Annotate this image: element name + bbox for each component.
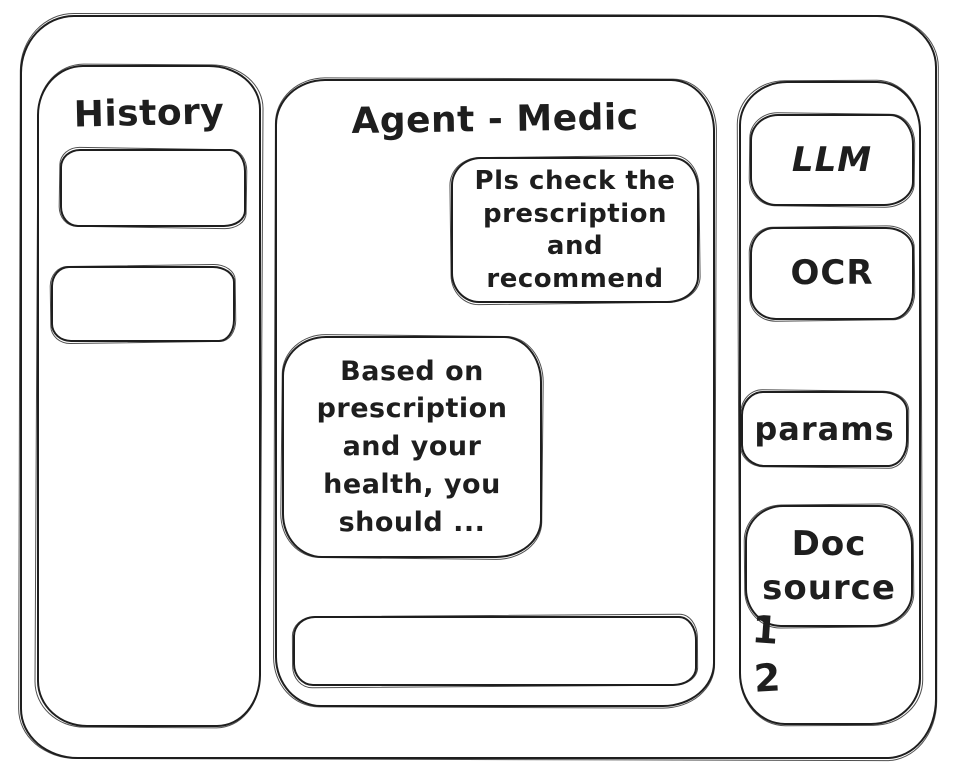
- assistant-message-bubble: Based on prescription and your health, y…: [282, 336, 542, 558]
- doc-source-button[interactable]: Doc source: [745, 505, 913, 627]
- history-item[interactable]: [51, 266, 235, 342]
- llm-button[interactable]: LLM: [750, 114, 914, 206]
- chat-panel: Agent - Medic Pls check the prescription…: [275, 79, 715, 707]
- doc-source-item-2: 2: [752, 655, 783, 701]
- user-message-bubble: Pls check the prescription and recommend: [451, 157, 699, 303]
- history-panel: History: [37, 65, 261, 727]
- message-input[interactable]: [293, 616, 697, 686]
- ocr-button[interactable]: OCR: [750, 227, 914, 320]
- chat-title: Agent - Medic: [351, 96, 639, 143]
- params-button[interactable]: params: [741, 391, 908, 467]
- doc-source-item-1: 1: [750, 607, 781, 653]
- tools-panel: LLM OCR params Doc source 1 2: [739, 81, 921, 725]
- app-frame: History Agent - Medic Pls check the pres…: [20, 15, 937, 759]
- history-item[interactable]: [60, 149, 246, 227]
- history-title: History: [73, 91, 225, 136]
